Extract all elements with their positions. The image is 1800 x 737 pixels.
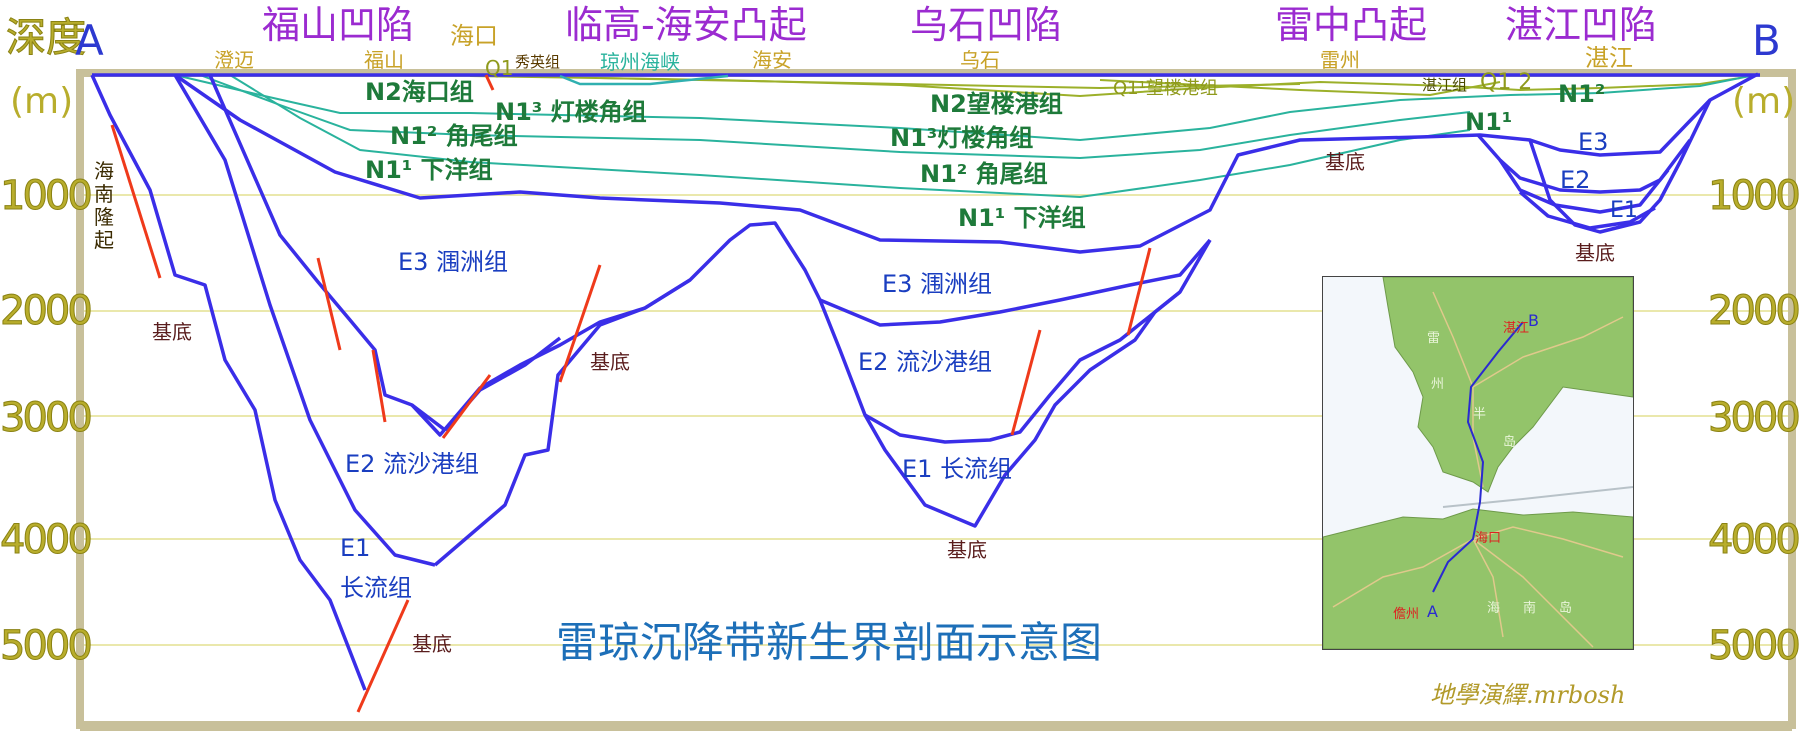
label-hainan-uplift: 海南隆起 xyxy=(94,159,114,252)
place-qiongzhou-strait: 琼州海峡 xyxy=(600,50,680,74)
region-fushan-sag: 福山凹陷 xyxy=(262,3,415,47)
depth-tick-right-2000: 2000 xyxy=(1708,288,1800,334)
inset-location-map: 雷 州 半 岛 湛江 海口 儋州 海 南 岛 A B xyxy=(1322,276,1634,650)
depth-tick-right-4000: 4000 xyxy=(1708,517,1800,563)
label-e3-right: E3 xyxy=(1578,128,1609,156)
depth-tick-left-1000: 1000 xyxy=(0,173,93,219)
inset-label-ban: 半 xyxy=(1473,407,1487,422)
depth-tick-left-4000: 4000 xyxy=(0,517,93,563)
inset-label-haikou: 海口 xyxy=(1475,531,1502,546)
basement-label-5: 基底 xyxy=(1325,150,1365,174)
watermark: 地學演繹.mrbosh xyxy=(1430,681,1626,709)
label-q12: Q1 2 xyxy=(1480,70,1533,95)
label-e1-left-a: E1 xyxy=(340,534,371,562)
region-lingao-haian-uplift: 临高-海安凸起 xyxy=(565,3,807,47)
inset-label-zhou: 州 xyxy=(1431,377,1445,392)
basement-label-6: 基底 xyxy=(1575,241,1615,265)
fault-lines xyxy=(110,74,1152,713)
place-fushan: 福山 xyxy=(364,48,404,72)
label-n11-right: N1¹ xyxy=(1465,108,1513,136)
inset-point-a: A xyxy=(1427,602,1438,621)
inset-label-hai: 海 xyxy=(1487,601,1501,616)
label-n2-wanglou: N2望楼港组 xyxy=(930,90,1063,118)
label-n12-mid: N1² 角尾组 xyxy=(920,160,1048,188)
inset-map-drawing xyxy=(1323,277,1633,649)
inset-label-zhanjiang: 湛江 xyxy=(1503,321,1530,336)
depth-tick-right-5000: 5000 xyxy=(1708,623,1800,669)
depth-tick-right-3000: 3000 xyxy=(1708,395,1800,441)
label-e2-left: E2 流沙港组 xyxy=(345,450,480,478)
label-n11-left: N1¹ 下洋组 xyxy=(365,156,493,184)
inset-point-b: B xyxy=(1528,311,1539,330)
label-n12-left: N1² 角尾组 xyxy=(390,122,518,150)
label-n11-mid: N1¹ 下洋组 xyxy=(958,204,1086,232)
diagram-title: 雷琼沉降带新生界剖面示意图 xyxy=(556,618,1103,667)
quaternary-lines xyxy=(469,75,1741,98)
inset-label-danzhou: 儋州 xyxy=(1393,607,1420,622)
place-chengmai: 澄迈 xyxy=(214,48,254,72)
neogene-lines xyxy=(174,74,1751,199)
label-n13-left: N1³ 灯楼角组 xyxy=(495,98,647,126)
label-e2-right: E2 xyxy=(1560,166,1591,194)
inset-label-dao2: 岛 xyxy=(1559,601,1573,616)
label-zhanjiang-zu: 湛江组 xyxy=(1422,76,1468,94)
place-zhanjiang: 湛江 xyxy=(1585,44,1633,72)
inset-label-dao: 岛 xyxy=(1503,435,1517,450)
basement-label-4: 基底 xyxy=(412,632,452,656)
basement-label-2: 基底 xyxy=(590,350,630,374)
region-wushi-sag: 乌石凹陷 xyxy=(910,3,1063,47)
stratum-boundaries xyxy=(90,72,1760,691)
label-q1-left: Q1 xyxy=(485,56,514,80)
depth-tick-right-1000: 1000 xyxy=(1708,173,1800,219)
label-e1-left-b: 长流组 xyxy=(340,574,412,602)
label-q1-wanglou: Q1¹望楼港组 xyxy=(1113,78,1218,99)
label-e2-mid: E2 流沙港组 xyxy=(858,348,993,376)
place-wushi: 乌石 xyxy=(960,48,1000,72)
label-e1-mid: E1 长流组 xyxy=(902,455,1013,483)
label-n2-haikou: N2海口组 xyxy=(365,78,474,106)
inset-label-lei: 雷 xyxy=(1427,331,1441,346)
strait-marker xyxy=(559,74,729,86)
basement-label-3: 基底 xyxy=(947,538,987,562)
depth-tick-left-5000: 5000 xyxy=(0,623,93,669)
depth-axis-title: 深度 xyxy=(6,15,87,61)
region-leizhong-uplift: 雷中凸起 xyxy=(1275,3,1428,47)
region-zhanjiang-sag: 湛江凹陷 xyxy=(1505,3,1658,47)
label-n12-right: N1² xyxy=(1558,80,1606,108)
place-leizhou: 雷州 xyxy=(1320,48,1360,72)
label-e1-right: E1 xyxy=(1610,198,1638,223)
depth-tick-left-2000: 2000 xyxy=(0,288,93,334)
label-xiuying: 秀英组 xyxy=(515,53,561,71)
inset-label-nan: 南 xyxy=(1523,601,1537,616)
depth-unit-left: (m) xyxy=(10,81,74,122)
label-e3-left: E3 涠洲组 xyxy=(398,248,509,276)
place-haian: 海安 xyxy=(752,48,792,72)
depth-tick-left-3000: 3000 xyxy=(0,395,93,441)
section-end-b: B xyxy=(1752,16,1781,65)
basement-label-1: 基底 xyxy=(152,320,192,344)
label-n13-mid: N1³灯楼角组 xyxy=(890,124,1034,152)
depth-unit-right: (m) xyxy=(1732,81,1796,122)
place-haikou: 海口 xyxy=(450,22,498,50)
label-e3-mid: E3 涠洲组 xyxy=(882,270,993,298)
section-end-a: A xyxy=(75,16,104,65)
